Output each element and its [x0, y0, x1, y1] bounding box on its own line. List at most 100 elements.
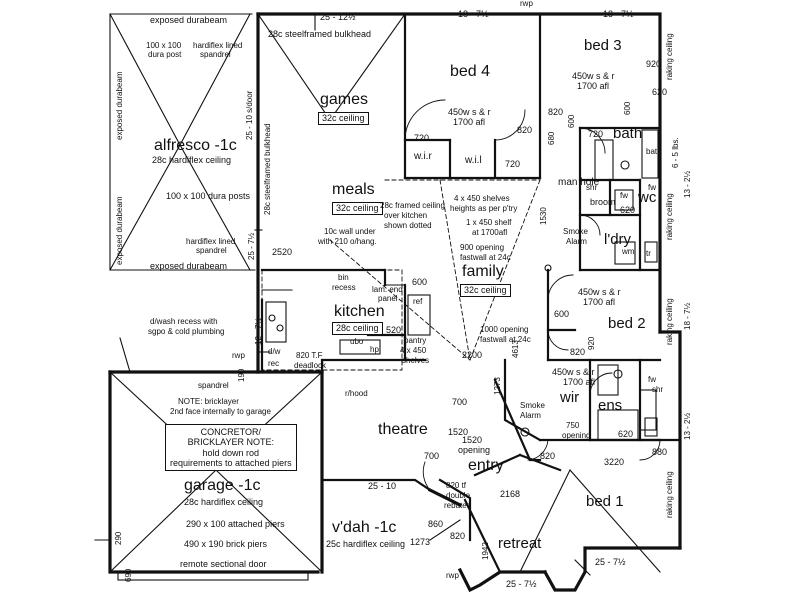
bath-fw: fw: [648, 183, 656, 192]
dim-18-7: 18 - 7½: [683, 302, 692, 330]
dim-top-1: 25 - 12½: [320, 12, 356, 22]
note-shelf-1: 1 x 450 shelf: [466, 218, 512, 227]
dim-820d: 820: [570, 347, 586, 357]
room-theatre: theatre: [378, 421, 428, 438]
smoke-alarm-2b: Alarm: [520, 411, 541, 420]
note-raking-3: raking ceiling: [665, 471, 674, 518]
concretor-4: requirements to attached piers: [170, 458, 292, 469]
room-broom: broom: [590, 197, 616, 207]
dim-1273: 1273: [493, 377, 502, 395]
room-wil: w.i.l: [465, 155, 482, 166]
note-bin-1: bin: [338, 273, 349, 282]
dim-3220: 3220: [604, 457, 625, 467]
note-exposed-durabeam-v2: exposed durabeam: [115, 196, 124, 266]
note-shelf-2: at 1700afl: [472, 228, 508, 237]
note-brick-piers: 490 x 190 brick piers: [184, 539, 268, 549]
dim-820c: 820: [450, 531, 466, 541]
room-man-hole: man hole: [558, 177, 600, 188]
dim-600a: 600: [567, 114, 576, 128]
games-ceiling: 32c ceiling: [318, 112, 369, 125]
note-framed-ceiling-2: over kitchen: [384, 211, 428, 220]
opening-750-1: 750: [566, 421, 580, 430]
note-hardiflex-lined-2: hardiflex lined: [186, 237, 236, 246]
note-bulkhead-vert: 28c steelframed bulkhead: [263, 123, 272, 215]
note-shelves-2: heights as per p'try: [450, 204, 518, 213]
kitchen-ref: ref: [413, 297, 423, 306]
dim-1273b: 1273: [410, 537, 431, 547]
dim-left-v: 25 - 7½: [247, 232, 256, 260]
room-bed3: bed 3: [584, 37, 622, 54]
note-wall-under-2: with 210 o/hang.: [318, 237, 377, 246]
note-opening-900-1: 900 opening: [460, 243, 505, 252]
note-opening-900-2: fastwall at 24c: [460, 253, 511, 262]
dim-620c: 620: [618, 429, 634, 439]
kitchen-rhood: r/hood: [345, 389, 368, 398]
room-pantry: pantry: [404, 336, 427, 345]
room-wc: wc: [638, 189, 657, 206]
rwp-mid: rwp: [232, 351, 245, 360]
dim-700b: 700: [424, 451, 440, 461]
note-shelves-1: 4 x 450 shelves: [454, 194, 510, 203]
room-garage: garage -1c: [184, 477, 261, 494]
alfresco-dura-posts: 100 x 100 dura posts: [166, 191, 251, 201]
dim-25-7b: 25 - 7½: [506, 579, 537, 589]
note-spandrel: spandrel: [200, 50, 231, 59]
dim-820b: 820: [548, 107, 564, 117]
bed2-robe-2: 1700 afl: [583, 297, 616, 307]
bed2-robe-1: 450w s & r: [578, 287, 621, 297]
smoke-alarm-1a: Smoke: [563, 227, 588, 236]
note-dwash-1: d/wash recess with: [150, 317, 218, 326]
kitchen-hp: hp: [370, 345, 379, 354]
bed4-robe-2: 1700 afl: [453, 117, 486, 127]
dim-820e: 820: [540, 451, 556, 461]
room-bath: bath: [613, 125, 643, 142]
bath-tub-label: bath: [646, 147, 662, 156]
vdah-ceiling: 25c hardiflex ceiling: [326, 539, 406, 549]
dim-880: 880: [652, 447, 668, 457]
note-raking-4: raking ceiling: [665, 193, 674, 240]
tf-double-3: rebated: [444, 501, 472, 510]
note-brick-2: 2nd face internally to garage: [170, 407, 271, 416]
rwp-top: rwp: [520, 0, 533, 8]
alfresco-ceiling: 28c hardiflex ceiling: [152, 155, 232, 165]
note-attached-piers: 290 x 100 attached piers: [186, 519, 285, 529]
dim-2200: 2200: [462, 350, 483, 360]
note-opening-1000-2: fastwall at 24c: [480, 335, 531, 344]
note-bin-2: recess: [332, 283, 356, 292]
room-meals: meals: [332, 181, 375, 198]
note-sectional-door: remote sectional door: [180, 559, 267, 569]
opening-750-2: opening: [562, 431, 591, 440]
bed3-robe-2: 1700 afl: [577, 81, 610, 91]
dim-1942: 1942: [481, 542, 490, 560]
dim-25-7: 25 - 7½: [595, 557, 626, 567]
dim-2168: 2168: [500, 489, 521, 499]
note-lam-end-2: panel: [378, 294, 398, 303]
concretor-note: CONCRETOR/ BRICKLAYER NOTE: hold down ro…: [165, 424, 297, 472]
smoke-alarm-2a: Smoke: [520, 401, 545, 410]
note-hardiflex-lined: hardiflex lined: [193, 41, 243, 50]
dim-600-bed2: 600: [554, 309, 570, 319]
note-sdoor: 25 - 10 s/door: [245, 90, 254, 140]
dim-700a: 700: [452, 397, 468, 407]
room-ens: ens: [598, 397, 623, 414]
dim-290: 290: [114, 531, 123, 545]
rwp-bottom: rwp: [446, 571, 459, 580]
note-spandrel-3: spandrel: [198, 381, 229, 390]
tf-double-2: double: [446, 491, 471, 500]
pantry-shelves-1: 4 x 450: [400, 346, 427, 355]
room-entry: entry: [468, 457, 504, 474]
note-exposed-durabeam-top: exposed durabeam: [150, 15, 228, 25]
ens-shr: shr: [652, 385, 664, 394]
room-wir1: w.i.r: [414, 151, 432, 162]
dim-620a: 620: [652, 87, 668, 97]
note-bulkhead-top: 28c steelframed bulkhead: [268, 29, 372, 39]
dim-720b: 720: [505, 159, 521, 169]
smoke-alarm-1b: Alarm: [566, 237, 587, 246]
opening-1520-1: 1520: [462, 435, 483, 445]
note-lbs: 6 - 5 lbs.: [671, 137, 680, 168]
dim-680: 680: [547, 131, 556, 145]
note-framed-ceiling-1: 28c framed ceiling: [380, 201, 445, 210]
dim-top-2: 18 - 7½: [458, 9, 489, 19]
room-alfresco: alfresco -1c: [154, 137, 237, 154]
